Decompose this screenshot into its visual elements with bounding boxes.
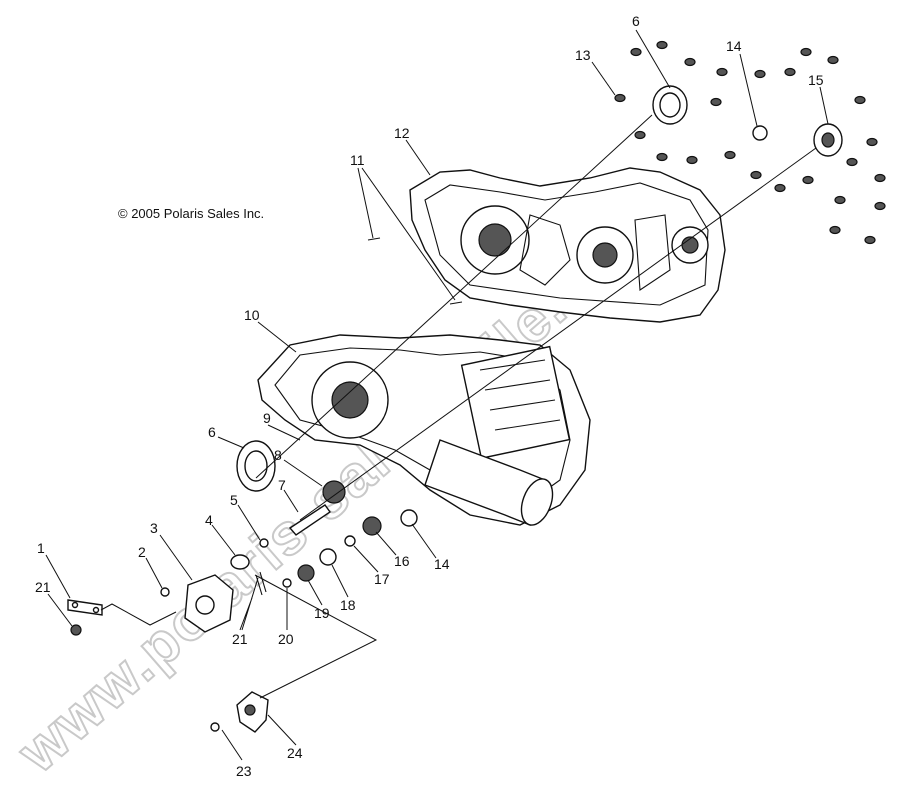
bolt-22 [710, 97, 722, 107]
bolt-18 [686, 155, 698, 165]
callout-13: 13 [575, 47, 591, 63]
bolt-16 [750, 170, 762, 180]
callout-21: 21 [232, 631, 248, 647]
bolt-set [614, 40, 886, 245]
callout-23: 23 [236, 763, 252, 779]
callout-8: 8 [274, 447, 282, 463]
bolt-6 [784, 67, 796, 77]
callout-9: 9 [263, 410, 271, 426]
callout-6-lower: 6 [208, 424, 216, 440]
callout-19: 19 [314, 605, 330, 621]
callout-2: 2 [138, 544, 146, 560]
copyright-text: © 2005 Polaris Sales Inc. [118, 206, 264, 221]
leader-lines [45, 29, 829, 761]
bolt-19 [656, 152, 668, 162]
bolt-12 [846, 157, 858, 167]
callout-22: 21 [35, 579, 51, 595]
bolt-2 [656, 40, 668, 50]
callout-17: 17 [374, 571, 390, 587]
callout-18: 18 [340, 597, 356, 613]
callout-16: 16 [394, 553, 410, 569]
crankcase-cover-half [409, 167, 726, 323]
bolt-21 [614, 93, 626, 103]
bolt-9 [854, 95, 866, 105]
bolt-25 [864, 235, 876, 245]
callout-24: 24 [287, 745, 303, 761]
callout-20: 20 [278, 631, 294, 647]
bolt-24 [829, 225, 841, 235]
callout-12: 12 [394, 125, 410, 141]
bolt-20 [634, 130, 646, 140]
callout-6-upper: 6 [632, 13, 640, 29]
callout-4: 4 [205, 512, 213, 528]
bolt-15 [774, 183, 786, 193]
callout-1: 1 [37, 540, 45, 556]
bolt-17 [724, 150, 736, 160]
bolt-8 [827, 55, 839, 65]
bolt-1 [630, 47, 642, 57]
bolt-10 [866, 137, 878, 147]
callout-14-lower: 14 [434, 556, 450, 572]
callout-14-upper: 14 [726, 38, 742, 54]
callout-11: 11 [350, 152, 365, 168]
bolt-14 [802, 175, 814, 185]
small-parts [67, 85, 843, 733]
callout-3: 3 [150, 520, 158, 536]
callout-5: 5 [230, 492, 238, 508]
bolt-23 [874, 201, 886, 211]
callout-labels: 6 13 14 15 12 11 10 9 6 8 7 5 4 3 2 1 21… [35, 13, 824, 779]
callout-7: 7 [278, 477, 286, 493]
bolt-13 [834, 195, 846, 205]
bolt-3 [684, 57, 696, 67]
bolt-4 [716, 67, 728, 77]
bolt-11 [874, 173, 886, 183]
callout-10: 10 [244, 307, 260, 323]
callout-15: 15 [808, 72, 824, 88]
bolt-7 [800, 47, 812, 57]
bolt-5 [754, 69, 766, 79]
